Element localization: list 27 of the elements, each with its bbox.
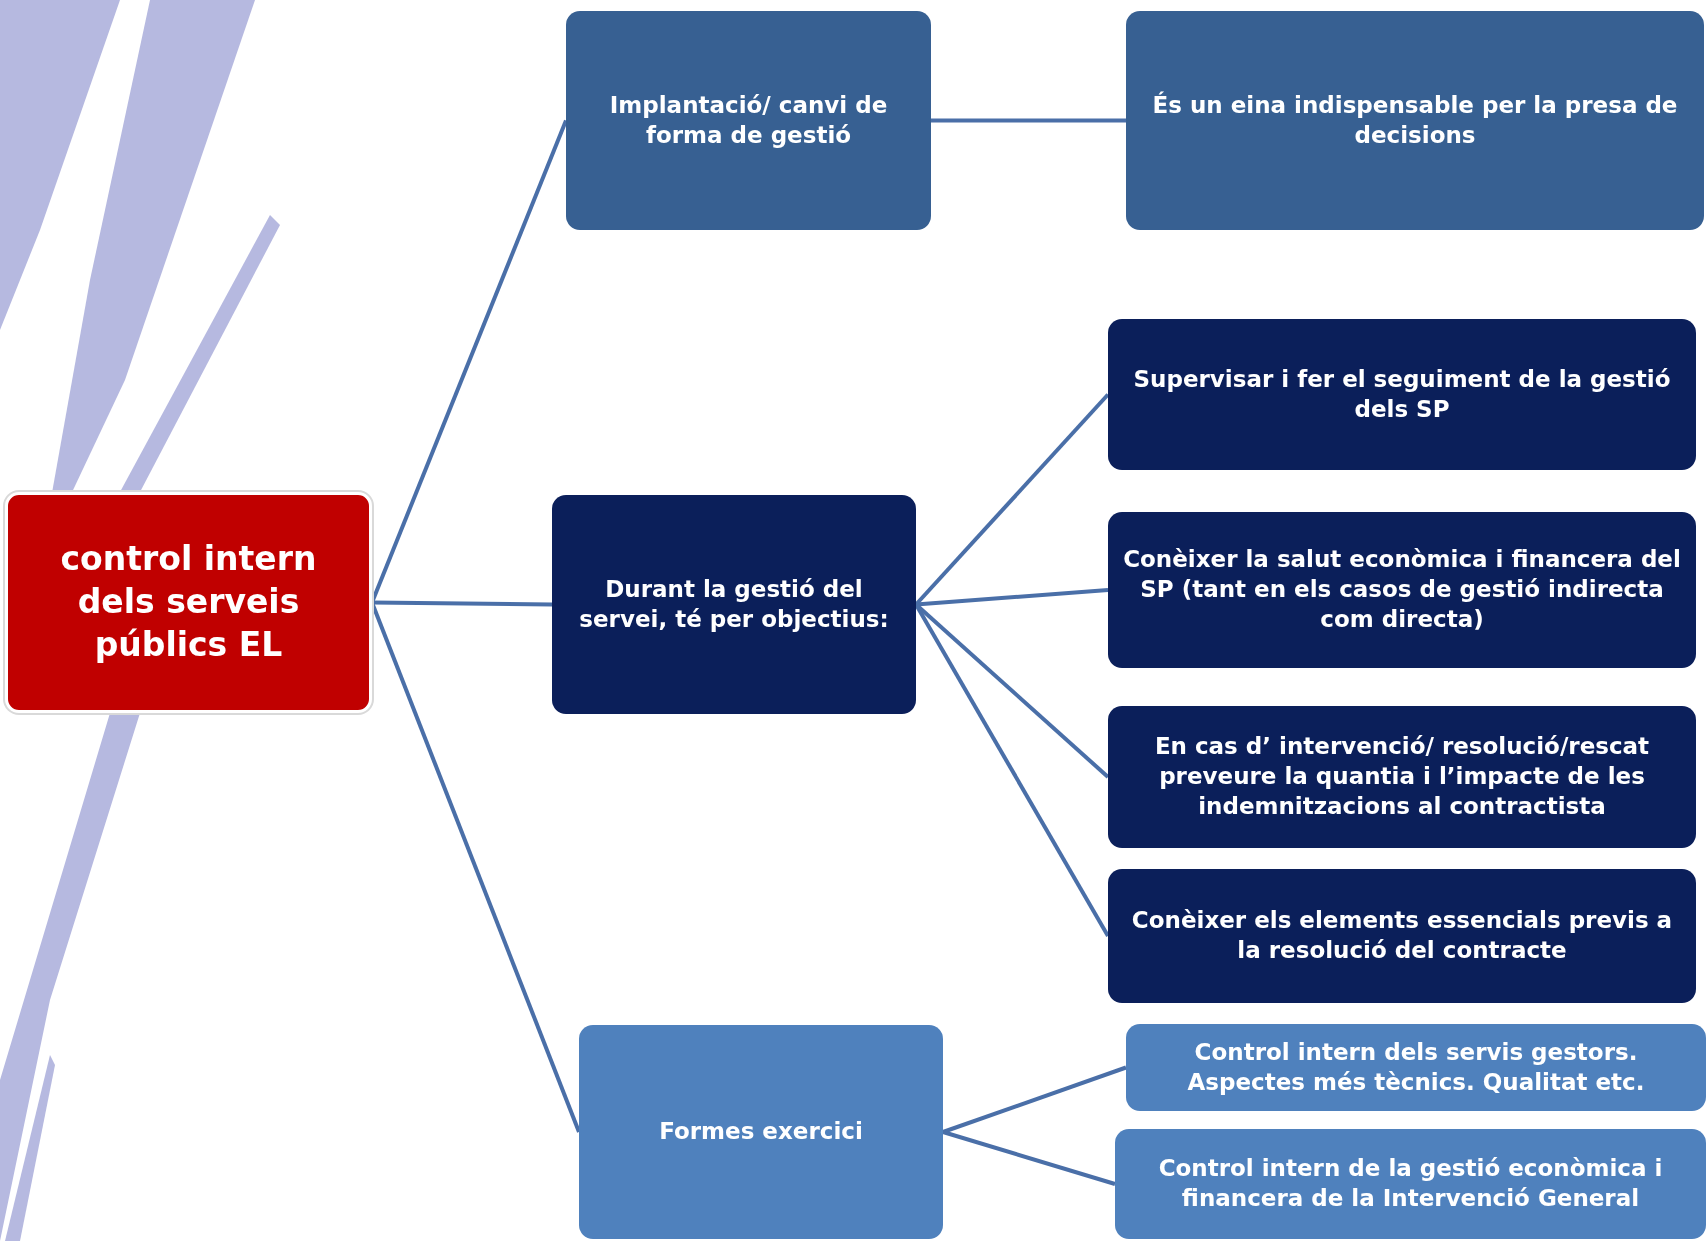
box-text: Durant la gestió del servei, té per objectius:: [578, 574, 890, 634]
topic-box: [1108, 706, 1696, 848]
topic-box: [566, 11, 931, 230]
topic-box: [1108, 512, 1696, 668]
connector-line: [371, 600, 553, 607]
box-text: Conèixer els elements essencials previs a la resolució del contracte: [1130, 906, 1674, 965]
box-text: Control intern de la gestió econòmica i financera de la Intervenció General: [1157, 1154, 1664, 1213]
box-text: Implantació/ canvi de forma de gestió: [608, 90, 889, 150]
topic-box: [579, 1025, 943, 1239]
box-text: control intern dels serveis públics EL: [59, 538, 318, 666]
topic-box: [552, 495, 916, 714]
topic-box: [1108, 319, 1696, 470]
connector-line: [942, 1130, 1116, 1186]
connector-line: [942, 1065, 1127, 1134]
box-text: En cas d’ intervenció/ resolució/rescat preveure la quantia i l’impacte de les indemnitzacions al contractista: [1153, 732, 1651, 821]
topic-box: [5, 492, 372, 713]
box-text: Formes exercici: [659, 1117, 863, 1147]
topic-box: [1126, 11, 1704, 230]
topic-box: [1115, 1129, 1706, 1239]
box-text: Conèixer la salut econòmica i financera del SP (tant en els casos de gestió indirecta com directa): [1122, 545, 1682, 634]
connector-line: [931, 118, 1126, 123]
box-text: Supervisar i fer el seguiment de la gestió dels SP: [1132, 364, 1672, 424]
connector-line: [915, 588, 1109, 607]
box-text: Control intern dels servis gestors. Aspectes més tècnics. Qualitat etc.: [1186, 1037, 1646, 1097]
topic-box: [1108, 869, 1696, 1003]
box-text: És un eina indispensable per la presa de decisions: [1151, 90, 1679, 150]
topic-box: [1126, 1024, 1706, 1111]
